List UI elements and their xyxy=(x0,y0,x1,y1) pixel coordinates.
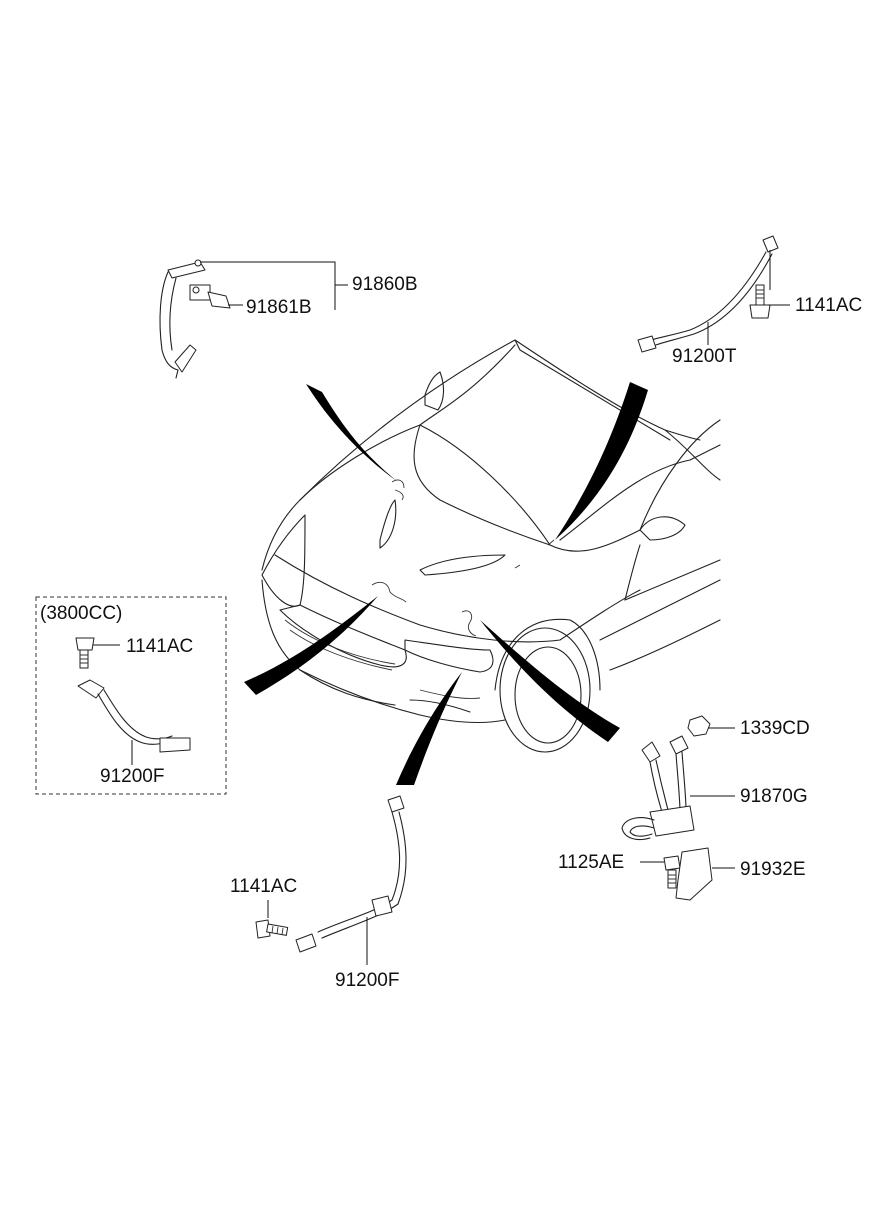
label-91200F-left: 91200F xyxy=(100,766,165,787)
part-91200F-bottom-cable xyxy=(295,795,407,965)
bolt-1141AC-top xyxy=(749,284,771,319)
label-1141AC-bottom: 1141AC xyxy=(230,876,298,897)
bolt-1141AC-left xyxy=(75,637,120,669)
car-component-hints xyxy=(371,479,555,637)
part-91860B-cable xyxy=(159,259,206,379)
bolt-1141AC-bottom xyxy=(255,900,289,939)
leaders-91860B xyxy=(200,261,348,310)
leaders-91200T xyxy=(707,304,790,345)
label-91861B: 91861B xyxy=(246,297,312,318)
part-91200F-left-cable xyxy=(77,679,191,765)
part-91861B-clip xyxy=(189,284,231,309)
part-91870G-cable xyxy=(621,735,735,841)
wedge-left xyxy=(244,596,378,695)
label-1339CD: 1339CD xyxy=(740,718,810,739)
wedge-top-left xyxy=(306,384,398,482)
label-1125AE: 1125AE xyxy=(558,852,625,873)
label-91860B: 91860B xyxy=(352,274,418,295)
bracket-91932E xyxy=(675,847,735,901)
wedge-right xyxy=(480,620,620,742)
label-1141AC-top: 1141AC xyxy=(795,295,863,316)
wedge-bottom xyxy=(396,672,462,785)
wedge-top-right xyxy=(555,382,648,540)
bolt-1125AE xyxy=(640,855,681,889)
label-91870G: 91870G xyxy=(740,786,808,807)
label-91932E: 91932E xyxy=(740,859,806,880)
label-91200F-bottom: 91200F xyxy=(335,970,400,991)
car-body xyxy=(261,339,721,753)
part-91200T-cable xyxy=(637,235,779,353)
label-variant-3800cc: (3800CC) xyxy=(40,603,123,624)
label-91200T: 91200T xyxy=(672,346,737,367)
label-1141AC-left: 1141AC xyxy=(126,636,194,657)
nut-1339CD xyxy=(687,715,735,737)
variant-box xyxy=(35,596,227,795)
pointer-wedges xyxy=(244,382,648,785)
